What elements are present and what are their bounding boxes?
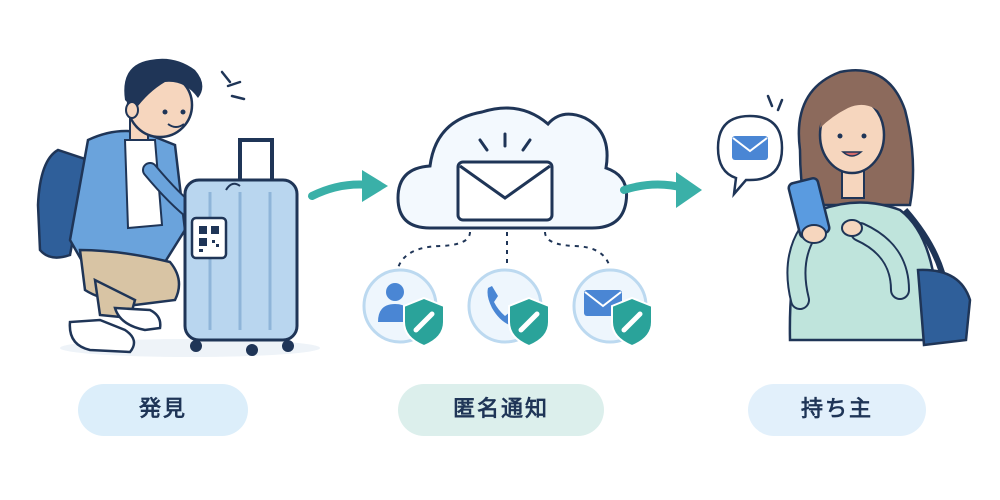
arrow-right-icon [620, 172, 702, 208]
finder-label: 発見 [78, 384, 248, 436]
owner-label: 持ち主 [748, 384, 926, 436]
envelope-icon [456, 132, 554, 222]
speech-bubble-icon [716, 94, 784, 198]
channel-phone [467, 268, 550, 348]
smartphone-icon [787, 177, 863, 244]
shield-icon [508, 296, 550, 348]
arrow-right-icon [308, 170, 388, 202]
anonymous-notification-label: 匿名通知 [398, 384, 604, 436]
qr-tag-icon [190, 182, 241, 260]
dashed-connectors [397, 231, 611, 269]
shield-icon [403, 296, 445, 348]
shield-icon [611, 296, 653, 348]
channel-mail [572, 268, 653, 348]
channel-person [362, 268, 445, 348]
